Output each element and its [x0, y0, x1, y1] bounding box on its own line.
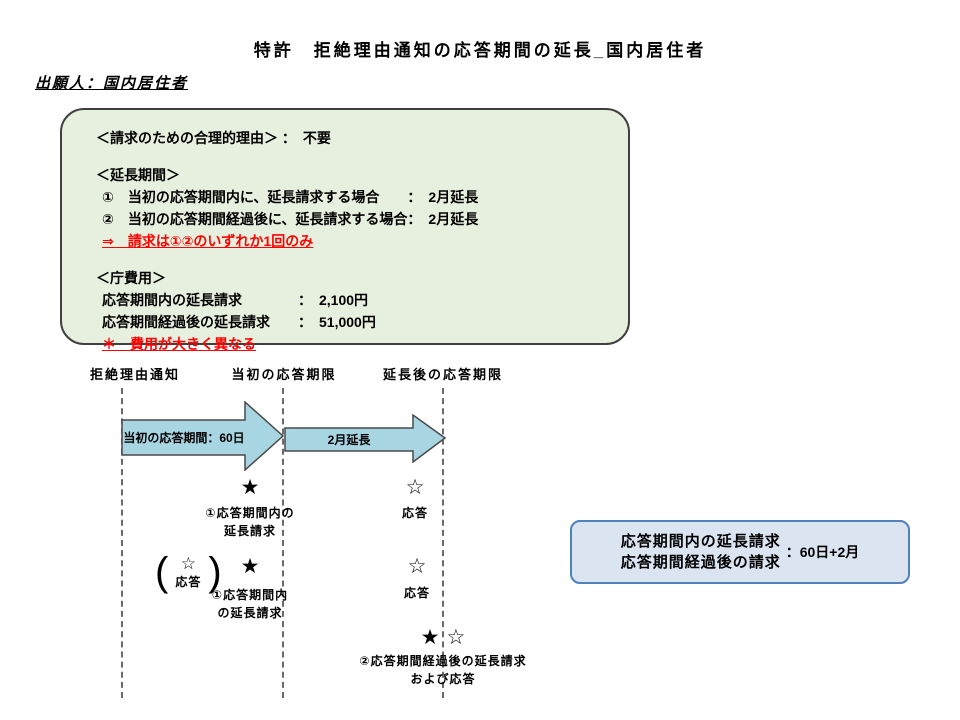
outline-star-icon: ☆: [405, 476, 425, 499]
milestone-label-rejection-notice: 拒絶理由通知: [89, 367, 180, 382]
event-label-line: ①応答期間内: [211, 588, 289, 602]
info-box: ＜請求のための合理的理由＞ ： 不要 ＜延長期間＞ ① 当初の応答期間内に、延長…: [60, 108, 630, 352]
event-label-response-1: 応答: [401, 506, 428, 520]
summary-box: 応答期間内の延長請求 応答期間経過後の請求 ：60日+2月: [570, 520, 910, 584]
outline-star-icon: ☆: [407, 555, 427, 578]
summary-line-1: 応答期間内の延長請求: [620, 533, 781, 550]
fee-item-2: 応答期間経過後の延長請求 ： 51,000円: [102, 314, 376, 330]
initial-period-arrow-label: 当初の応答期間：60日: [123, 431, 245, 445]
filled-star-icon: ★: [240, 476, 260, 499]
event-label-line: ②応答期間経過後の延長請求: [359, 654, 527, 668]
event-label-response-2: 応答: [403, 586, 430, 600]
event-label-line: ①応答期間内の: [205, 506, 295, 520]
outline-star-icon: ☆: [446, 626, 466, 649]
optional-response-label: 応答: [175, 575, 202, 589]
event-label-line: の延長請求: [217, 606, 283, 620]
timeline-line-extended-deadline: [442, 388, 444, 698]
optional-response-group: ( ☆ 応答 ): [155, 549, 222, 595]
event-label-request-after-period: ②応答期間経過後の延長請求 および応答: [328, 652, 558, 688]
timeline-line-original-deadline: [282, 388, 284, 698]
timeline-line-rejection-notice: [121, 388, 123, 698]
filled-star-icon: ★: [420, 626, 440, 649]
reason-line: ＜請求のための合理的理由＞ ： 不要: [96, 130, 331, 146]
left-paren: (: [155, 550, 169, 594]
event-label-line: 延長請求: [223, 524, 276, 538]
filled-star-icon: ★: [240, 555, 260, 578]
extension-item-2: ② 当初の応答期間経過後に、延長請求する場合： 2月延長: [102, 211, 479, 227]
event-label-request-in-period: ①応答期間内の 延長請求: [180, 504, 320, 540]
summary-value: ：60日+2月: [785, 544, 860, 560]
optional-response: ☆ 応答: [168, 554, 208, 590]
summary-lines: 応答期間内の延長請求 応答期間経過後の請求: [621, 531, 781, 573]
request-and-response-markers: ★ ☆: [396, 626, 490, 650]
applicant-heading: 出願人：国内居住者: [35, 75, 189, 92]
right-paren: ): [208, 550, 222, 594]
event-label-request-in-period-2: ①応答期間内 の延長請求: [185, 586, 315, 622]
milestone-label-extended-deadline: 延長後の応答期限: [382, 367, 503, 382]
initial-period-arrow: [121, 401, 284, 471]
extension-arrow-label: 2月延長: [327, 432, 371, 447]
outline-star-icon: ☆: [180, 554, 196, 573]
extension-heading: ＜延長期間＞: [96, 167, 180, 183]
fee-item-1: 応答期間内の延長請求 ： 2,100円: [102, 292, 369, 308]
event-label-line: および応答: [410, 672, 476, 686]
fee-note: ＊ 費用が大きく異なる: [102, 336, 256, 352]
extension-arrow: [284, 414, 446, 463]
summary-line-2: 応答期間経過後の請求: [620, 554, 781, 571]
fee-heading: ＜庁費用＞: [96, 270, 166, 286]
milestone-label-original-deadline: 当初の応答期限: [231, 367, 337, 382]
extension-item-1: ① 当初の応答期間内に、延長請求する場合 ： 2月延長: [102, 189, 479, 205]
extension-note: ⇒ 請求は①②のいずれか1回のみ: [102, 233, 314, 249]
page-title: 特許 拒絶理由通知の応答期間の延長_国内居住者: [253, 41, 707, 60]
